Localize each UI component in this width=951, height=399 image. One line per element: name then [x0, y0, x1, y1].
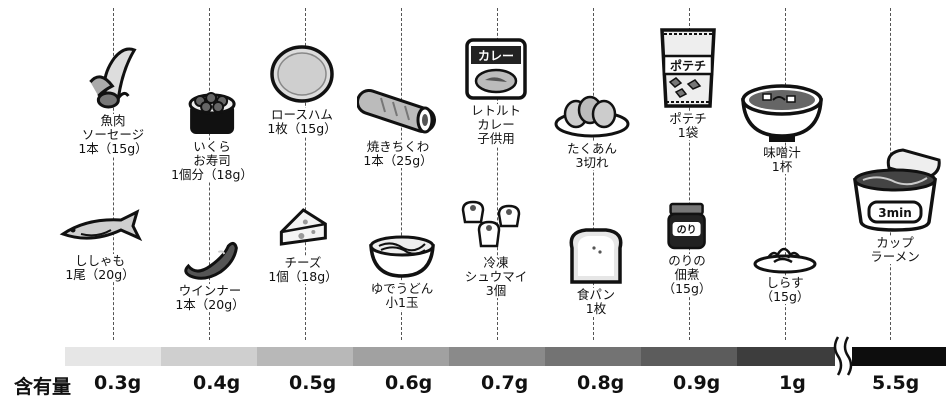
axis-break-mark — [833, 336, 853, 376]
food-shirasu: しらす （15g） — [752, 240, 818, 305]
fish-sausage-icon — [88, 47, 137, 109]
shirasu-icon — [753, 247, 817, 274]
food-potato-chips: ポテチ ポテチ 1袋 — [656, 26, 720, 141]
miso-soup-icon — [741, 84, 823, 142]
legend-tick: 0.3g — [94, 372, 142, 394]
food-shishamo: ししゃも 1尾（20g） — [57, 204, 143, 283]
legend-bar-3 — [353, 347, 449, 366]
legend-bar-5 — [545, 347, 641, 366]
food-label: ししゃも 1尾（20g） — [64, 253, 136, 282]
ham-slice-icon — [270, 45, 334, 103]
cheese-icon — [279, 208, 327, 246]
food-wiener: ウインナー 1本（20g） — [174, 236, 246, 313]
legend-title: 含有量 — [14, 376, 72, 398]
legend-bar-1 — [161, 347, 257, 366]
legend-tick: 0.8g — [577, 372, 625, 394]
food-label: しらす （15g） — [759, 275, 811, 304]
food-cup-ramen: 3min カップ ラーメン — [849, 148, 941, 265]
legend-bar-2 — [257, 347, 353, 366]
legend-tick: 0.7g — [481, 372, 529, 394]
food-label: ウインナー 1本（20g） — [174, 283, 246, 312]
food-cheese: チーズ 1個（18g） — [267, 204, 339, 285]
food-chikuwa: 焼きちくわ 1本（25g） — [357, 84, 439, 169]
curry-package-text: カレー — [478, 49, 514, 63]
food-nori-tsukudani: のり のりの 佃煮 （15g） — [661, 200, 713, 297]
bread-icon — [569, 228, 623, 284]
legend-tick: 0.9g — [673, 372, 721, 394]
udon-bowl-icon — [369, 235, 435, 278]
food-label: チーズ 1個（18g） — [267, 255, 339, 284]
potato-chips-bag-icon: ポテチ — [660, 28, 716, 108]
ramen-package-text: 3min — [878, 206, 912, 220]
food-label: 魚肉 ソーセージ 1本（15g） — [77, 113, 149, 156]
legend-bar-7 — [737, 347, 835, 366]
legend-tick: 1g — [779, 372, 806, 394]
guide-line — [305, 8, 306, 340]
food-label: のりの 佃煮 （15g） — [661, 253, 713, 296]
food-fish-sausage: 魚肉 ソーセージ 1本（15g） — [77, 40, 149, 157]
food-label: ポテチ 1袋 — [668, 111, 708, 140]
guide-line — [593, 8, 594, 340]
guide-line — [689, 8, 690, 340]
food-label: ゆでうどん 小1玉 — [369, 281, 435, 310]
legend-tick: 0.5g — [289, 372, 337, 394]
chikuwa-icon — [357, 89, 436, 134]
food-ham: ロースハム 1枚（15g） — [266, 44, 338, 137]
takuan-icon — [554, 95, 630, 138]
food-takuan: たくあん 3切れ — [552, 94, 632, 171]
guide-line — [497, 8, 498, 340]
food-udon: ゆでうどん 小1玉 — [367, 230, 437, 311]
food-label: いくら お寿司 1個分（18g） — [170, 139, 254, 182]
nori-tsukudani-jar-icon: のり — [667, 202, 707, 250]
food-label: 冷凍 シュウマイ 3個 — [463, 255, 529, 298]
legend-tick: 5.5g — [872, 372, 920, 394]
legend-tick: 0.6g — [385, 372, 433, 394]
food-bread: 食パン 1枚 — [564, 226, 628, 317]
food-label: 焼きちくわ 1本（25g） — [362, 139, 434, 168]
food-retort-curry: カレー レトルト カレー 子供用 — [463, 36, 529, 147]
shishamo-fish-icon — [59, 209, 143, 242]
legend-bar-0 — [65, 347, 161, 366]
legend-tick: 0.4g — [193, 372, 241, 394]
ikura-sushi-icon — [188, 92, 236, 134]
nori-package-text: のり — [677, 224, 697, 236]
legend-bar-4 — [449, 347, 545, 366]
food-label: レトルト カレー 子供用 — [469, 103, 522, 146]
food-label: たくあん 3切れ — [565, 141, 618, 170]
legend-bar-6 — [641, 347, 737, 366]
guide-line — [401, 8, 402, 340]
chips-package-text: ポテチ — [670, 58, 706, 73]
food-label: 食パン 1枚 — [575, 287, 617, 316]
cup-ramen-icon: 3min — [852, 148, 941, 232]
food-label: 味噌汁 1杯 — [762, 145, 802, 174]
wiener-sausage-icon — [183, 241, 238, 280]
guide-line — [113, 8, 114, 340]
retort-curry-icon: カレー — [465, 38, 527, 100]
guide-line — [785, 8, 786, 340]
shumai-icon — [461, 200, 521, 248]
food-miso-soup: 味噌汁 1杯 — [739, 78, 825, 175]
food-ikura-sushi: いくら お寿司 1個分（18g） — [170, 88, 254, 183]
food-label: ロースハム 1枚（15g） — [266, 107, 338, 136]
legend-bar-8 — [852, 347, 946, 366]
food-label: カップ ラーメン — [869, 235, 921, 264]
food-shumai: 冷凍 シュウマイ 3個 — [459, 200, 533, 299]
